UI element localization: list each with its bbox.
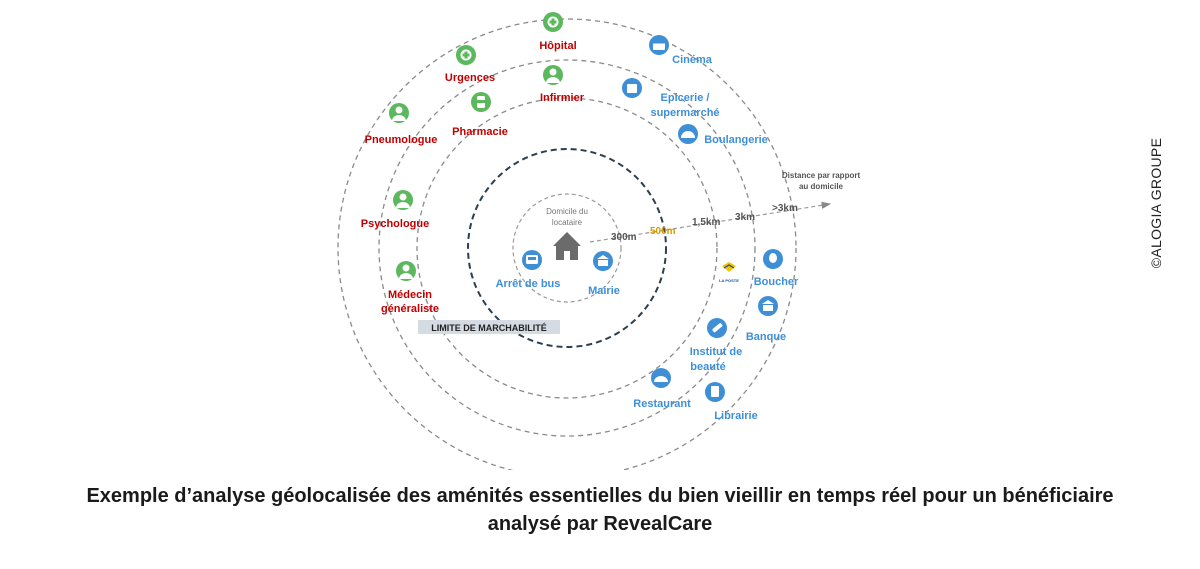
nurse-icon [543,65,563,85]
emergency-label: Urgences [445,72,495,84]
amenities-diagram: 300m 500m 1,5km 3km >3km Distance par ra… [337,12,861,470]
pharmacy-icon [471,92,491,112]
beauty-salon-label-line2: beauté [690,361,725,373]
restaurant-label: Restaurant [633,398,691,410]
nurse-label: Infirmier [540,92,585,104]
house-icon [553,232,581,260]
grocery-label-line2: supermarché [650,107,719,119]
general-practitioner-label-line1: Médecin [388,289,432,301]
distance-500m: 500m [650,226,676,237]
ring-3km [378,59,756,437]
beauty-salon-icon [707,318,727,338]
hospital-icon [543,12,563,32]
town-hall-label: Mairie [588,285,620,297]
distance-300m: 300m [611,232,637,243]
caption-line2: analysé par RevealCare [487,513,713,535]
walkability-limit-bar [418,320,560,334]
grocery-label-line1: Epicerie / [661,92,710,104]
pharmacy-label: Pharmacie [452,126,508,138]
home-label-line2: locataire [552,218,583,227]
ring-outer [337,18,797,470]
copyright-text: ©ALOGIA GROUPE [1148,137,1164,269]
bakery-icon [678,124,698,144]
emergency-icon [456,45,476,65]
distance-3km-plus: >3km [772,203,798,214]
beauty-salon-label-line1: Institut de [690,346,743,358]
bank-label: Banque [746,331,786,343]
ring-300m [512,193,622,303]
ring-500m [467,148,667,348]
copyright-notice: ©ALOGIA GROUPE [1141,118,1171,288]
cinema-icon [649,35,669,55]
distance-note-line2: au domicile [799,182,844,191]
distance-axis [589,201,832,243]
bookstore-icon [705,382,725,402]
restaurant-icon [651,368,671,388]
la-poste-logo: LA POSTE [719,262,739,283]
bus-stop-icon [522,250,542,270]
butcher-label: Boucher [754,276,799,288]
town-hall-icon [593,251,613,271]
pulmonologist-icon [389,103,409,123]
ring-1-5km [416,97,718,399]
walkability-limit-label: LIMITE DE MARCHABILITÉ [431,323,547,333]
general-practitioner-icon [396,261,416,281]
butcher-icon [763,249,783,269]
pulmonologist-label: Pneumologue [365,134,438,146]
general-practitioner-label-line2: généraliste [381,303,439,315]
svg-text:LA POSTE: LA POSTE [719,278,739,283]
hospital-label: Hôpital [539,40,576,52]
psychologist-icon [393,190,413,210]
distance-1-5km: 1,5km [692,217,720,228]
caption-line1: Exemple d’analyse géolocalisée des améni… [86,485,1114,507]
psychologist-label: Psychologue [361,218,429,230]
bank-icon [758,296,778,316]
grocery-icon [622,78,642,98]
bus-stop-label: Arrêt de bus [496,278,561,290]
bakery-label: Boulangerie [704,134,768,146]
distance-note-line1: Distance par rapport [782,171,861,180]
home-label-line1: Domicile du [546,207,588,216]
distance-3km: 3km [735,212,755,223]
cinema-label: Cinéma [672,54,713,66]
bookstore-label: Librairie [714,410,757,422]
